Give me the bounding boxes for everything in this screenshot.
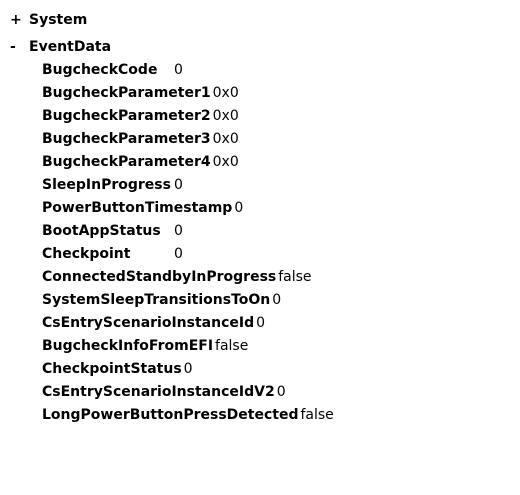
field-row: BugcheckCode 0: [42, 59, 334, 82]
tree-node-eventdata: - EventData: [0, 30, 520, 56]
field-value: false: [278, 269, 312, 285]
field-name: LongPowerButtonPressDetected: [42, 407, 299, 423]
field-name: BootAppStatus: [42, 223, 161, 239]
field-name: BugcheckParameter2: [42, 108, 211, 124]
field-value: 0x0: [212, 131, 239, 147]
field-value: 0: [272, 292, 282, 308]
field-value: 0x0: [212, 108, 239, 124]
field-value: 0: [174, 177, 183, 193]
node-label-system: System: [29, 12, 88, 28]
field-name: BugcheckParameter3: [42, 131, 211, 147]
field-name: SleepInProgress: [42, 177, 171, 193]
field-name: BugcheckParameter4: [42, 154, 211, 170]
field-name: BugcheckParameter1: [42, 85, 211, 101]
field-value: 0: [276, 384, 286, 400]
field-row: BootAppStatus 0: [42, 220, 334, 243]
field-value: 0x0: [212, 85, 239, 101]
node-label-eventdata: EventData: [29, 39, 112, 55]
field-value: 0: [174, 223, 183, 239]
field-value: 0: [174, 246, 183, 262]
field-name: CsEntryScenarioInstanceId: [42, 315, 255, 331]
field-name: Checkpoint: [42, 246, 131, 262]
field-name: CsEntryScenarioInstanceIdV2: [42, 384, 275, 400]
field-row: Checkpoint 0: [42, 243, 334, 266]
field-value: 0: [256, 315, 266, 331]
field-value: 0: [234, 200, 244, 216]
tree-node-system: + System: [0, 3, 520, 29]
field-value: 0: [183, 361, 193, 377]
expand-system-toggle[interactable]: +: [10, 12, 22, 28]
field-name: CheckpointStatus: [42, 361, 182, 377]
field-value: 0: [174, 62, 183, 78]
field-value: false: [215, 338, 249, 354]
field-name: SystemSleepTransitionsToOn: [42, 292, 271, 308]
field-name: PowerButtonTimestamp: [42, 200, 233, 216]
field-name: ConnectedStandbyInProgress: [42, 269, 277, 285]
collapse-eventdata-toggle[interactable]: -: [10, 39, 16, 55]
field-value: false: [300, 407, 334, 423]
field-name: BugcheckInfoFromEFI: [42, 338, 214, 354]
field-value: 0x0: [212, 154, 239, 170]
field-name: BugcheckCode: [42, 62, 158, 78]
